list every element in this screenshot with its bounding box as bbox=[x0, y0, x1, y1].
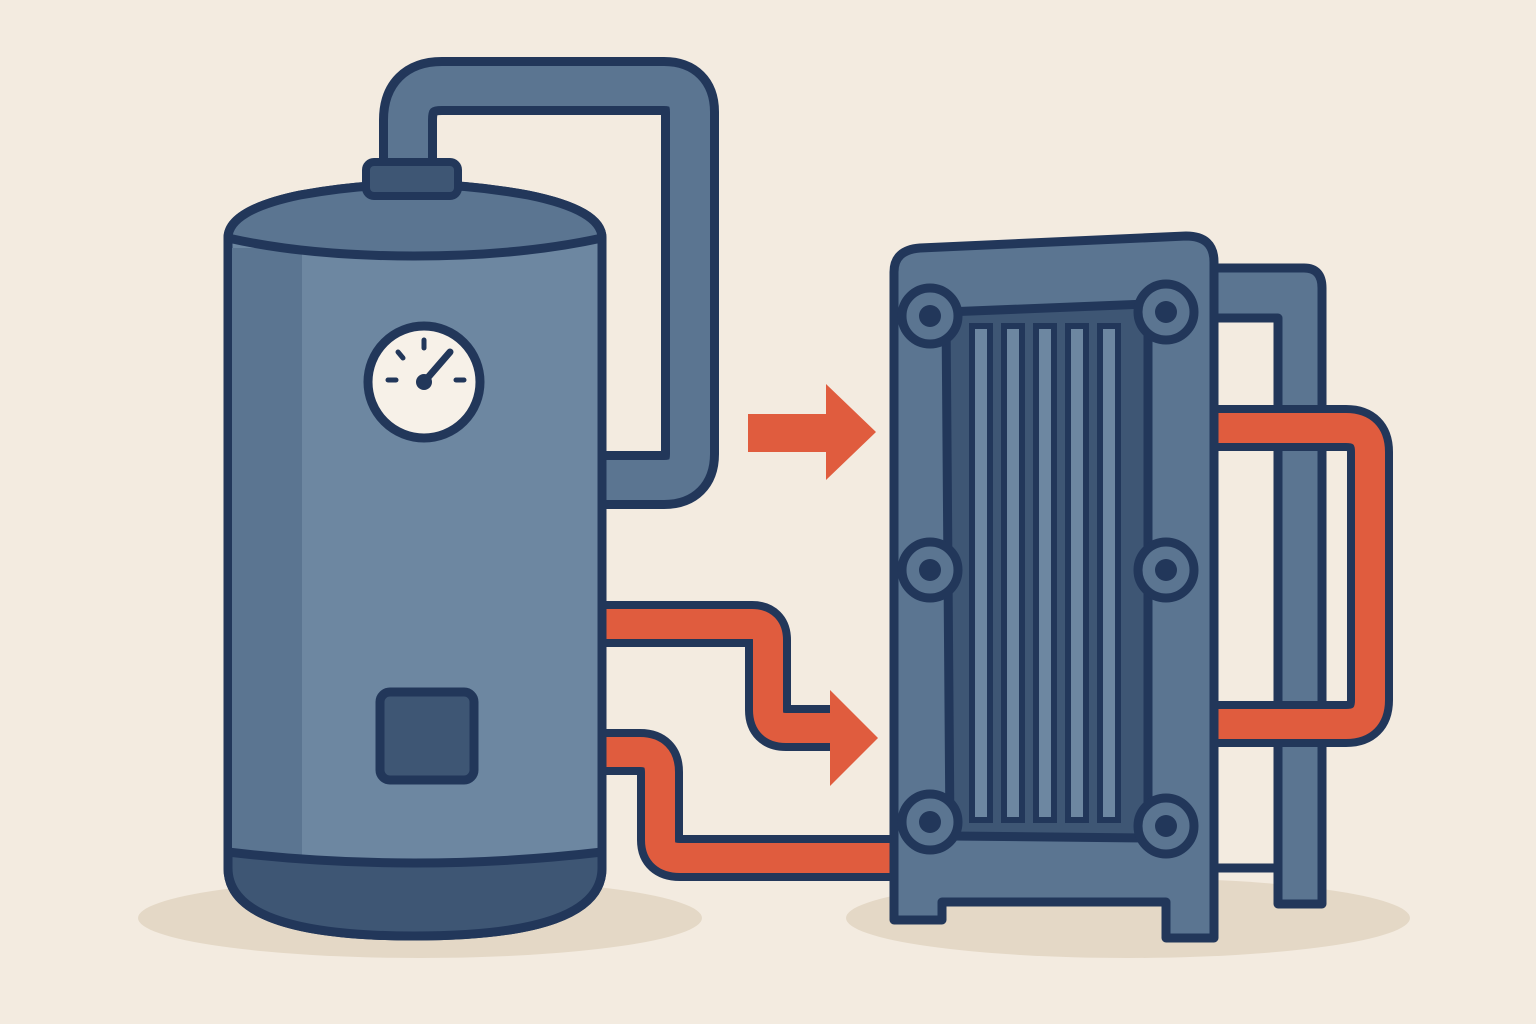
top-return-pipe bbox=[379, 57, 719, 509]
flow-arrow-icon bbox=[748, 384, 876, 480]
pressure-gauge-icon bbox=[363, 321, 485, 443]
bolt-icon bbox=[897, 283, 963, 349]
plate-heat-exchanger-icon bbox=[889, 231, 1219, 943]
bolt-icon bbox=[1133, 793, 1199, 859]
exchanger-plates bbox=[969, 323, 1121, 823]
exchanger-hot-loop bbox=[1214, 405, 1393, 747]
water-heater-tank-icon bbox=[223, 158, 607, 941]
exchanger-back-frame bbox=[1207, 263, 1327, 909]
exchanger-bolts bbox=[897, 279, 1199, 859]
hot-supply-pipe-upper bbox=[600, 601, 830, 751]
hot-supply-pipe-lower bbox=[476, 729, 898, 881]
bolt-icon bbox=[897, 537, 963, 603]
bolt-icon bbox=[1133, 537, 1199, 603]
bolt-icon bbox=[1133, 279, 1199, 345]
bolt-icon bbox=[897, 789, 963, 855]
flow-arrow-icon bbox=[830, 690, 878, 786]
